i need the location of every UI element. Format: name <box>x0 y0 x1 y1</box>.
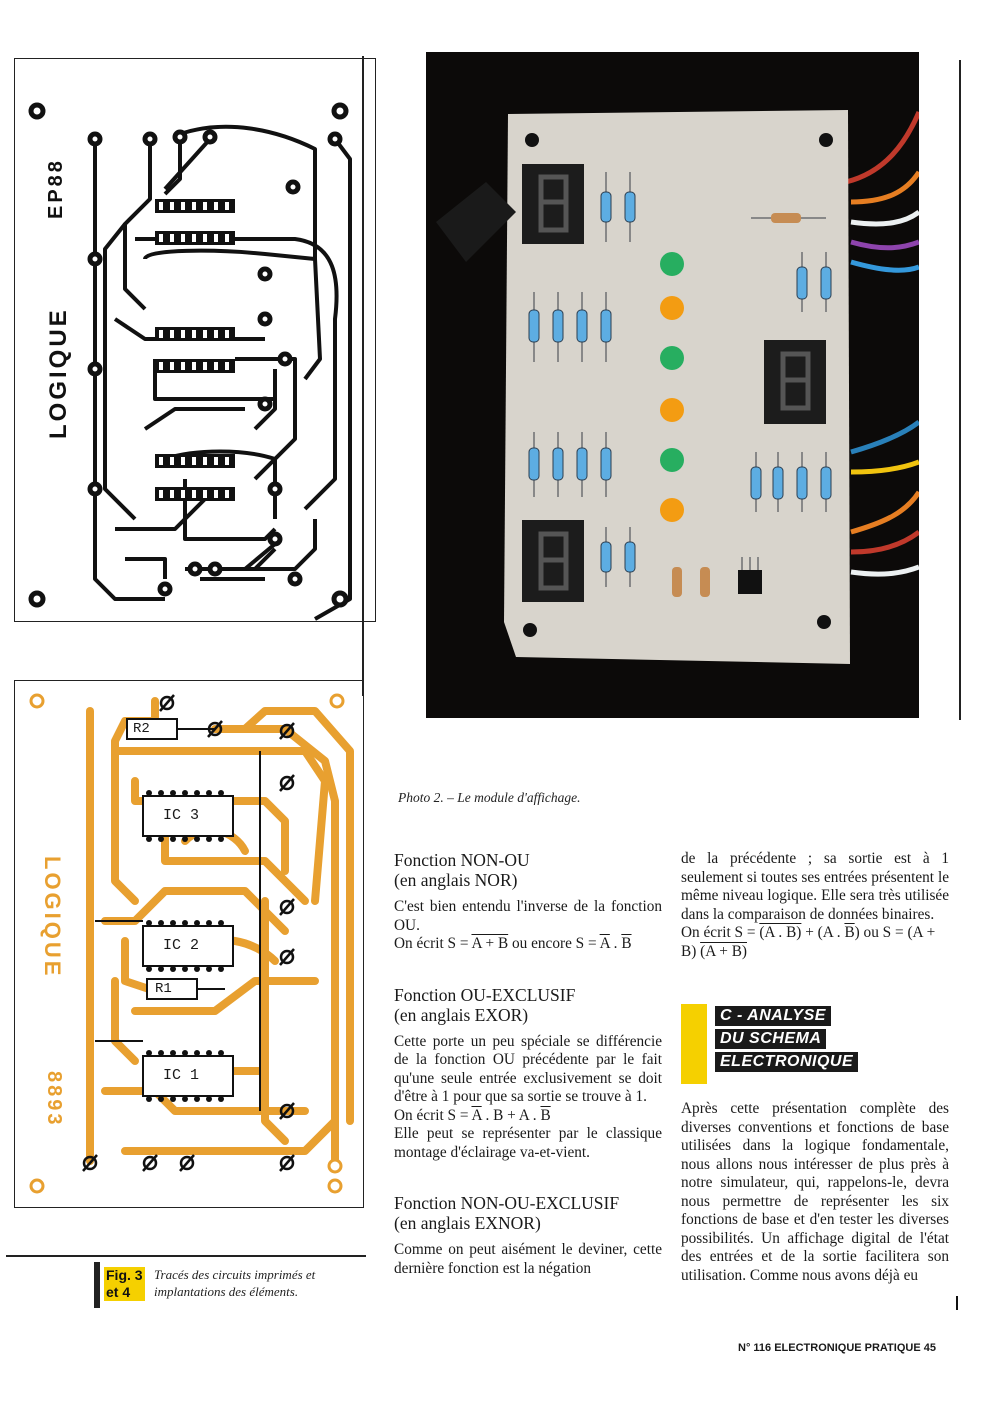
component-r1-label: R1 <box>155 981 172 997</box>
exnor-formula-p3: B <box>844 924 855 941</box>
exor-heading: Fonction OU-EXCLUSIF (en anglais EXOR) <box>394 985 662 1025</box>
exnor-formula-p4: ) ou S = (A + B) <box>681 924 936 960</box>
pcb-trace-drawing <box>28 102 352 621</box>
analysis-body: Après cette présentation complète des di… <box>681 1100 949 1285</box>
nor-formula-b2: B <box>621 935 632 952</box>
nor-heading-line1: Fonction NON-OU <box>394 850 530 870</box>
exnor-formula-p1: (A . B) <box>759 924 802 941</box>
exor-body2: Elle peut se représenter par le classiqu… <box>394 1125 662 1161</box>
exnor-heading-line1: Fonction NON-OU-EXCLUSIF <box>394 1193 620 1213</box>
analysis-paragraph: Après cette présentation complète des di… <box>681 1100 949 1284</box>
nor-formula-prefix: On écrit S = <box>394 935 472 952</box>
exnor-heading: Fonction NON-OU-EXCLUSIF (en anglais EXN… <box>394 1193 662 1233</box>
pcb-layout-label-logique: LOGIQUE <box>40 856 65 979</box>
nor-formula-a: A + B <box>471 935 509 952</box>
component-ic1-label: IC 1 <box>163 1067 200 1084</box>
section-title-line3: ELECTRONIQUE <box>715 1052 859 1072</box>
fig-label-4: et 4 <box>104 1284 145 1301</box>
exnor-formula: On écrit S = (A . B) + (A . B) ou S = (A… <box>681 924 949 961</box>
column-end-mark <box>956 1296 958 1310</box>
section-title-line2: DU SCHEMA <box>715 1029 827 1049</box>
figure-caption-text: Tracés des circuits imprimés et implanta… <box>154 1267 316 1299</box>
exnor-formula-prefix: On écrit S = <box>681 924 760 941</box>
component-r2-label: R2 <box>133 721 150 737</box>
pcb-layout-figure: R2 IC 3 IC 2 R1 IC 1 LOGIQUE 8893 <box>14 680 364 1208</box>
nor-heading-line2: (en anglais NOR) <box>394 870 518 890</box>
figure-right-rule <box>362 56 364 696</box>
nor-formula-b1: A <box>599 935 610 952</box>
nor-formula-dot: . <box>609 935 622 952</box>
display-module-photo <box>426 52 919 718</box>
nor-formula-mid: ou encore S = <box>508 935 600 952</box>
figure-bottom-rule <box>6 1255 366 1257</box>
component-ic3-label: IC 3 <box>163 807 200 824</box>
pcb-trace-label-logique: LOGIQUE <box>45 307 72 439</box>
exor-formula-mid: . B + A . <box>481 1106 541 1124</box>
exor-formula-b: B <box>540 1106 551 1124</box>
exor-heading-line2: (en anglais EXOR) <box>394 1004 529 1025</box>
section-accent-bar <box>681 1004 707 1084</box>
text-column-2: de la précédente ; sa sortie est à 1 seu… <box>681 850 949 961</box>
component-ic2-label: IC 2 <box>163 937 200 954</box>
section-title: C - ANALYSE DU SCHEMA ELECTRONIQUE <box>715 1006 859 1075</box>
photo-caption: Photo 2. – Le module d'affichage. <box>398 790 581 805</box>
text-column-1: Fonction NON-OU (en anglais NOR) C'est b… <box>394 850 662 1278</box>
page-footer: N° 116 ELECTRONIQUE PRATIQUE 45 <box>738 1342 936 1354</box>
photo-illustration <box>426 52 919 718</box>
pcb-trace-figure: LOGIQUE EP88 <box>14 58 376 622</box>
fig-label-3: Fig. 3 <box>104 1267 145 1284</box>
exnor-formula-p2: + (A . <box>801 924 845 941</box>
pcb-layout-label-code: 8893 <box>43 1071 65 1128</box>
section-title-line1: C - ANALYSE <box>715 1006 831 1026</box>
pcb-trace-label-code: EP88 <box>45 158 67 219</box>
caption-rule <box>94 1262 100 1308</box>
nor-body: C'est bien entendu l'inverse de la fonct… <box>394 898 662 934</box>
nor-formula: On écrit S = A + B ou encore S = A . B <box>394 935 662 954</box>
exor-formula: On écrit S = A . B + A . B <box>394 1107 662 1126</box>
exnor-heading-line2: (en anglais EXNOR) <box>394 1213 541 1233</box>
pcb-layout-drawing <box>29 693 354 1194</box>
exor-body: Cette porte un peu spéciale se différenc… <box>394 1032 662 1106</box>
fig-label-box: Fig. 3 et 4 <box>104 1267 145 1301</box>
nor-heading: Fonction NON-OU (en anglais NOR) <box>394 850 662 890</box>
page-right-rule <box>959 60 961 720</box>
exor-formula-a: A <box>471 1106 482 1124</box>
exnor-continued: de la précédente ; sa sortie est à 1 seu… <box>681 850 949 923</box>
exnor-body: Comme on peut aisément le deviner, cette… <box>394 1241 662 1277</box>
exnor-formula-p5: (A + B) <box>700 942 747 960</box>
exor-formula-prefix: On écrit S = <box>394 1106 472 1124</box>
exor-heading-line1: Fonction OU-EXCLUSIF <box>394 984 576 1005</box>
